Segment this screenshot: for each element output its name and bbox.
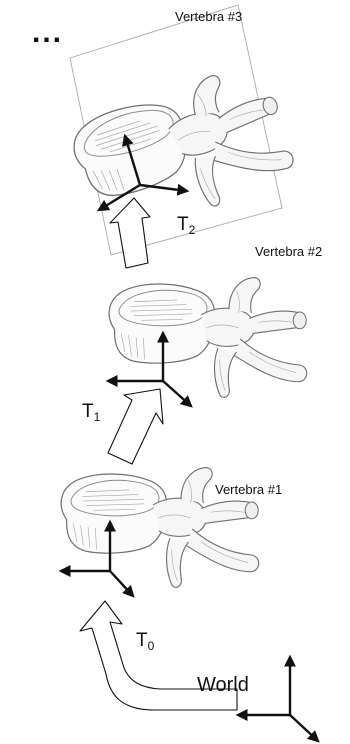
vertebra-1-label: Vertebra #1	[215, 482, 282, 497]
world-axes	[238, 657, 318, 741]
vertebra-3-label: Vertebra #3	[175, 9, 242, 24]
vertebra-2-label: Vertebra #2	[255, 244, 322, 259]
transform-arrow-t1	[108, 389, 163, 464]
transform-label-t0: T0	[136, 630, 154, 653]
transform-label-t2: T2	[177, 214, 195, 237]
transform-label-t1: T1	[82, 401, 100, 424]
continuation-dots: ...	[32, 18, 63, 48]
world-label: World	[197, 674, 249, 697]
vertebra-2-drawing	[109, 278, 307, 398]
transform-arrow-t2	[110, 198, 150, 268]
